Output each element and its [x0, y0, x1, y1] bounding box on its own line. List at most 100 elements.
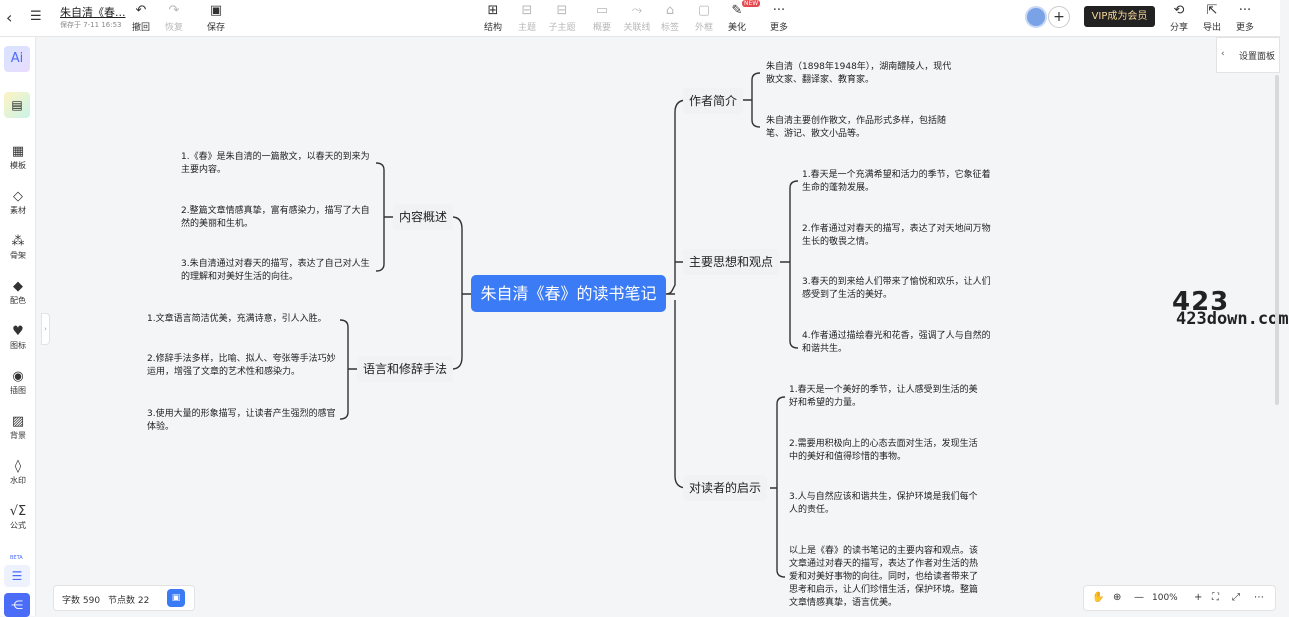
heart-icon: ♥: [12, 324, 24, 339]
leaf-rhetoric-3[interactable]: 3.使用大量的形象描写，让读者产生强烈的感官体验。: [147, 409, 336, 432]
zoom-in-icon[interactable]: +: [1194, 592, 1203, 603]
sidebar-item-skeleton[interactable]: ⁂骨架: [0, 234, 36, 261]
connector-ideas: [780, 180, 799, 349]
image-icon: ▨: [11, 414, 25, 429]
topic-content[interactable]: 内容概述: [393, 204, 454, 230]
watermark-url: 423down.com: [1176, 309, 1289, 329]
template-icon: ▦: [11, 144, 25, 159]
structure-icon: ⊞: [487, 3, 499, 18]
topic-rhetoric[interactable]: 语言和修辞手法: [357, 356, 454, 382]
formula-icon: √Σ: [9, 504, 27, 519]
droplet-icon: ◊: [14, 459, 22, 474]
leaf-inspire-4[interactable]: 以上是《春》的读书笔记的主要内容和观点。该文章通过对春天的描写，表达了作者对生活…: [789, 546, 979, 608]
back-icon[interactable]: ‹: [6, 8, 13, 27]
leaf-ideas-2[interactable]: 2.作者通过对春天的描写，表达了对天地间万物生长的敬畏之情。: [802, 224, 991, 247]
sidebar-item-background[interactable]: ▨背景: [0, 414, 36, 441]
sidebar-item-illustrations[interactable]: ◉插图: [0, 369, 36, 396]
more-icon[interactable]: ⋯: [1254, 592, 1264, 603]
leaf-rhetoric-1[interactable]: 1.文章语言简洁优美，充满诗意，引人入胜。: [147, 314, 327, 324]
connector-root-left: [451, 216, 471, 370]
ai-button[interactable]: Ai: [4, 46, 30, 72]
leaf-author-1[interactable]: 朱自清（1898年1948年），湖南醴陵人，现代散文家、翻译家、教育家。: [766, 62, 952, 85]
zoom-level[interactable]: 100%: [1152, 593, 1178, 603]
save-icon: ▣: [209, 3, 223, 18]
document-title[interactable]: 朱自清《春...: [60, 6, 126, 19]
vertical-scrollbar[interactable]: [1275, 75, 1279, 405]
connector-rhetoric: [339, 319, 357, 420]
watermark-logo: 423: [1172, 287, 1230, 317]
leaf-ideas-3[interactable]: 3.春天的到来给人们带来了愉悦和欢乐，让人们感受到了生活的美好。: [802, 277, 991, 300]
fit-screen-icon[interactable]: ⛶: [1212, 592, 1219, 603]
topic-author[interactable]: 作者简介: [683, 88, 744, 114]
share-button[interactable]: ⟲分享: [1164, 2, 1194, 33]
frame-icon: ▢: [697, 3, 711, 18]
mindmap-view-button[interactable]: ⋲: [4, 593, 30, 617]
outline-view-button[interactable]: ☰: [4, 565, 30, 587]
skeleton-icon: ⁂: [11, 234, 25, 249]
sidebar-item-templates[interactable]: ▦模板: [0, 144, 36, 171]
node-count: 节点数 22: [108, 596, 150, 606]
magic-wand-icon: ✎: [731, 3, 743, 18]
leaf-ideas-1[interactable]: 1.春天是一个充满希望和活力的季节，它象征着生命的蓬勃发展。: [802, 170, 991, 193]
topic-ideas[interactable]: 主要思想和观点: [683, 249, 780, 275]
avatar[interactable]: [1025, 6, 1047, 28]
zoom-out-icon[interactable]: —: [1134, 592, 1144, 603]
redo-icon: ↷: [168, 3, 180, 18]
relation-line-button[interactable]: ⤳关联线: [620, 2, 654, 33]
sidebar-item-watermark[interactable]: ◊水印: [0, 459, 36, 486]
leaf-inspire-2[interactable]: 2.需要用积极向上的心态去面对生活，发现生活中的美好和值得珍惜的事物。: [789, 439, 978, 462]
subtopic-icon: ⊟: [556, 3, 568, 18]
template-thumbnail-icon[interactable]: ▤: [4, 92, 30, 118]
sidebar-item-materials[interactable]: ◇素材: [0, 189, 36, 216]
leaf-content-2[interactable]: 2.整篇文章情感真挚，富有感染力，描写了大自然的美丽和生机。: [181, 206, 370, 229]
saved-time: 保存于 7-11 16:53: [60, 21, 122, 29]
shapes-icon: ◇: [13, 189, 23, 204]
more-icon: ···: [772, 3, 786, 18]
status-bar: 字数 590 节点数 22 ▣: [53, 585, 195, 611]
more-tools-button[interactable]: ···更多: [764, 2, 794, 33]
leaf-author-2[interactable]: 朱自清主要创作散文，作品形式多样，包括随笔、游记、散文小品等。: [766, 116, 947, 139]
summary-icon: ▭: [595, 3, 609, 18]
leaf-rhetoric-2[interactable]: 2.修辞手法多样，比喻、拟人、夸张等手法巧妙运用，增强了文章的艺术性和感染力。: [147, 354, 336, 377]
leaf-inspire-3[interactable]: 3.人与自然应该和谐共生，保护环境是我们每个人的责任。: [789, 492, 978, 515]
leaf-ideas-4[interactable]: 4.作者通过描绘春光和花香，强调了人与自然的和谐共生。: [802, 331, 991, 354]
subtopic-button[interactable]: ⊟子主题: [546, 2, 578, 33]
menu-icon[interactable]: ☰: [30, 9, 42, 24]
assistant-icon[interactable]: ▣: [167, 589, 185, 607]
sidebar-item-icons[interactable]: ♥图标: [0, 324, 36, 351]
structure-button[interactable]: ⊞结构: [478, 2, 508, 33]
topic-inspire[interactable]: 对读者的启示: [683, 475, 768, 501]
hand-icon[interactable]: ✋: [1092, 592, 1105, 603]
leaf-content-1[interactable]: 1.《春》是朱自清的一篇散文，以春天的到来为主要内容。: [181, 152, 370, 175]
beautify-button[interactable]: ✎美化: [722, 2, 752, 33]
beta-badge: BETA: [10, 555, 23, 561]
frame-button[interactable]: ▢外框: [689, 2, 719, 33]
more-button[interactable]: ···更多: [1230, 2, 1260, 33]
topic-button[interactable]: ⊟主题: [512, 2, 542, 33]
export-button[interactable]: ⇱导出: [1197, 2, 1227, 33]
relation-line-icon: ⤳: [631, 3, 643, 18]
tag-button[interactable]: ⌂标签: [655, 2, 685, 33]
leaf-content-3[interactable]: 3.朱自清通过对春天的描写，表达了自己对人生的理解和对美好生活的向往。: [181, 259, 370, 282]
save-button[interactable]: ▣保存: [201, 2, 231, 33]
topic-icon: ⊟: [521, 3, 533, 18]
more-icon: ···: [1238, 3, 1252, 18]
zoom-controls: ✋ ⊕ — 100% + ⛶ ⤢ ⋯: [1083, 585, 1276, 611]
settings-panel-button[interactable]: ‹ 设置面板: [1216, 37, 1280, 73]
redo-button[interactable]: ↷恢复: [159, 2, 189, 33]
sidebar-collapse-handle[interactable]: ›: [41, 313, 50, 345]
undo-button[interactable]: ↶撤回: [126, 2, 156, 33]
summary-button[interactable]: ▭概要: [587, 2, 617, 33]
connector-content: [375, 162, 393, 272]
vip-button[interactable]: VIP成为会员: [1084, 6, 1155, 27]
paint-bucket-icon: ◆: [13, 279, 23, 294]
root-topic[interactable]: 朱自清《春》的读书笔记: [471, 275, 666, 312]
locate-icon[interactable]: ⊕: [1113, 592, 1122, 603]
sidebar-item-colors[interactable]: ◆配色: [0, 279, 36, 306]
fullscreen-icon[interactable]: ⤢: [1232, 592, 1240, 603]
add-collaborator-icon[interactable]: +: [1048, 6, 1070, 28]
leaf-inspire-1[interactable]: 1.春天是一个美好的季节，让人感受到生活的美好和希望的力量。: [789, 385, 978, 408]
